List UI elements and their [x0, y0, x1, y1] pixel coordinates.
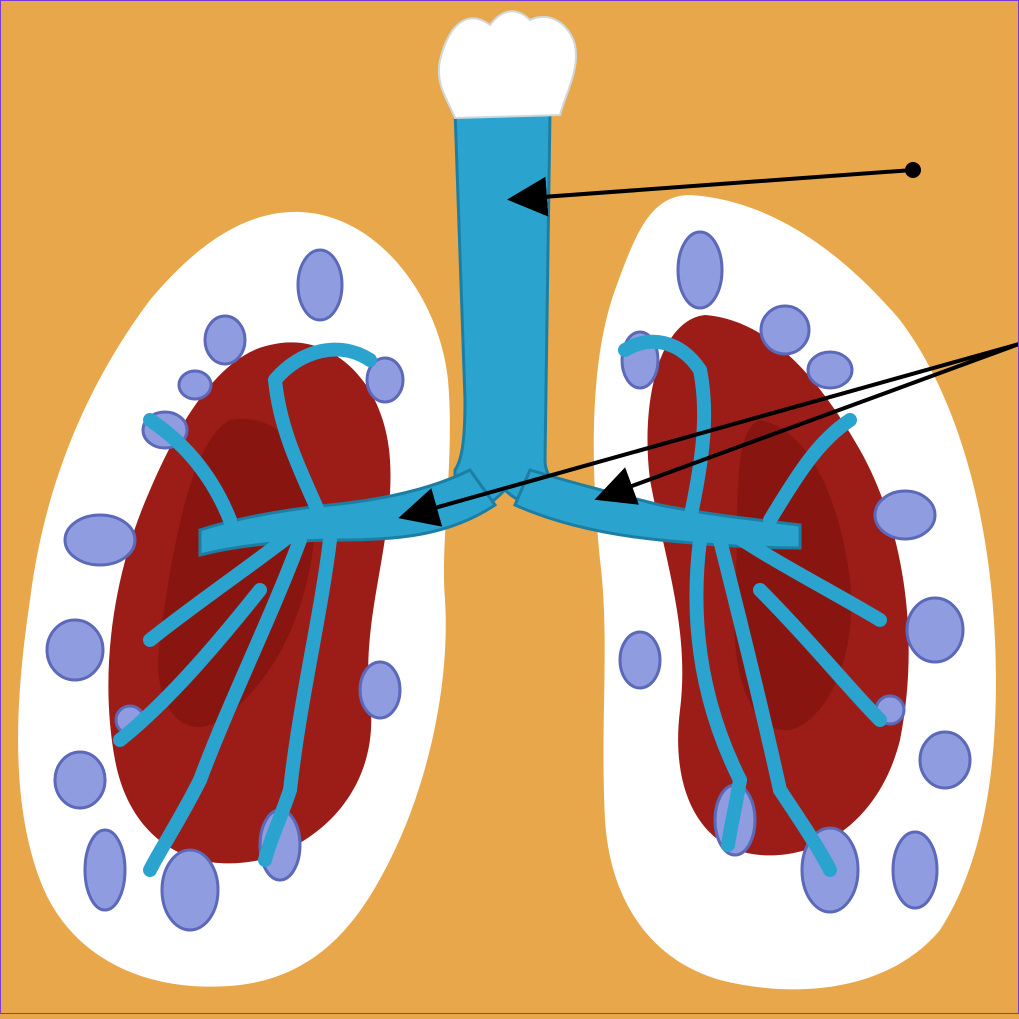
- trachea-pointer: [515, 162, 921, 199]
- trachea-top: [439, 11, 576, 118]
- trachea: [455, 110, 590, 520]
- trachea-pointer-line: [515, 170, 913, 199]
